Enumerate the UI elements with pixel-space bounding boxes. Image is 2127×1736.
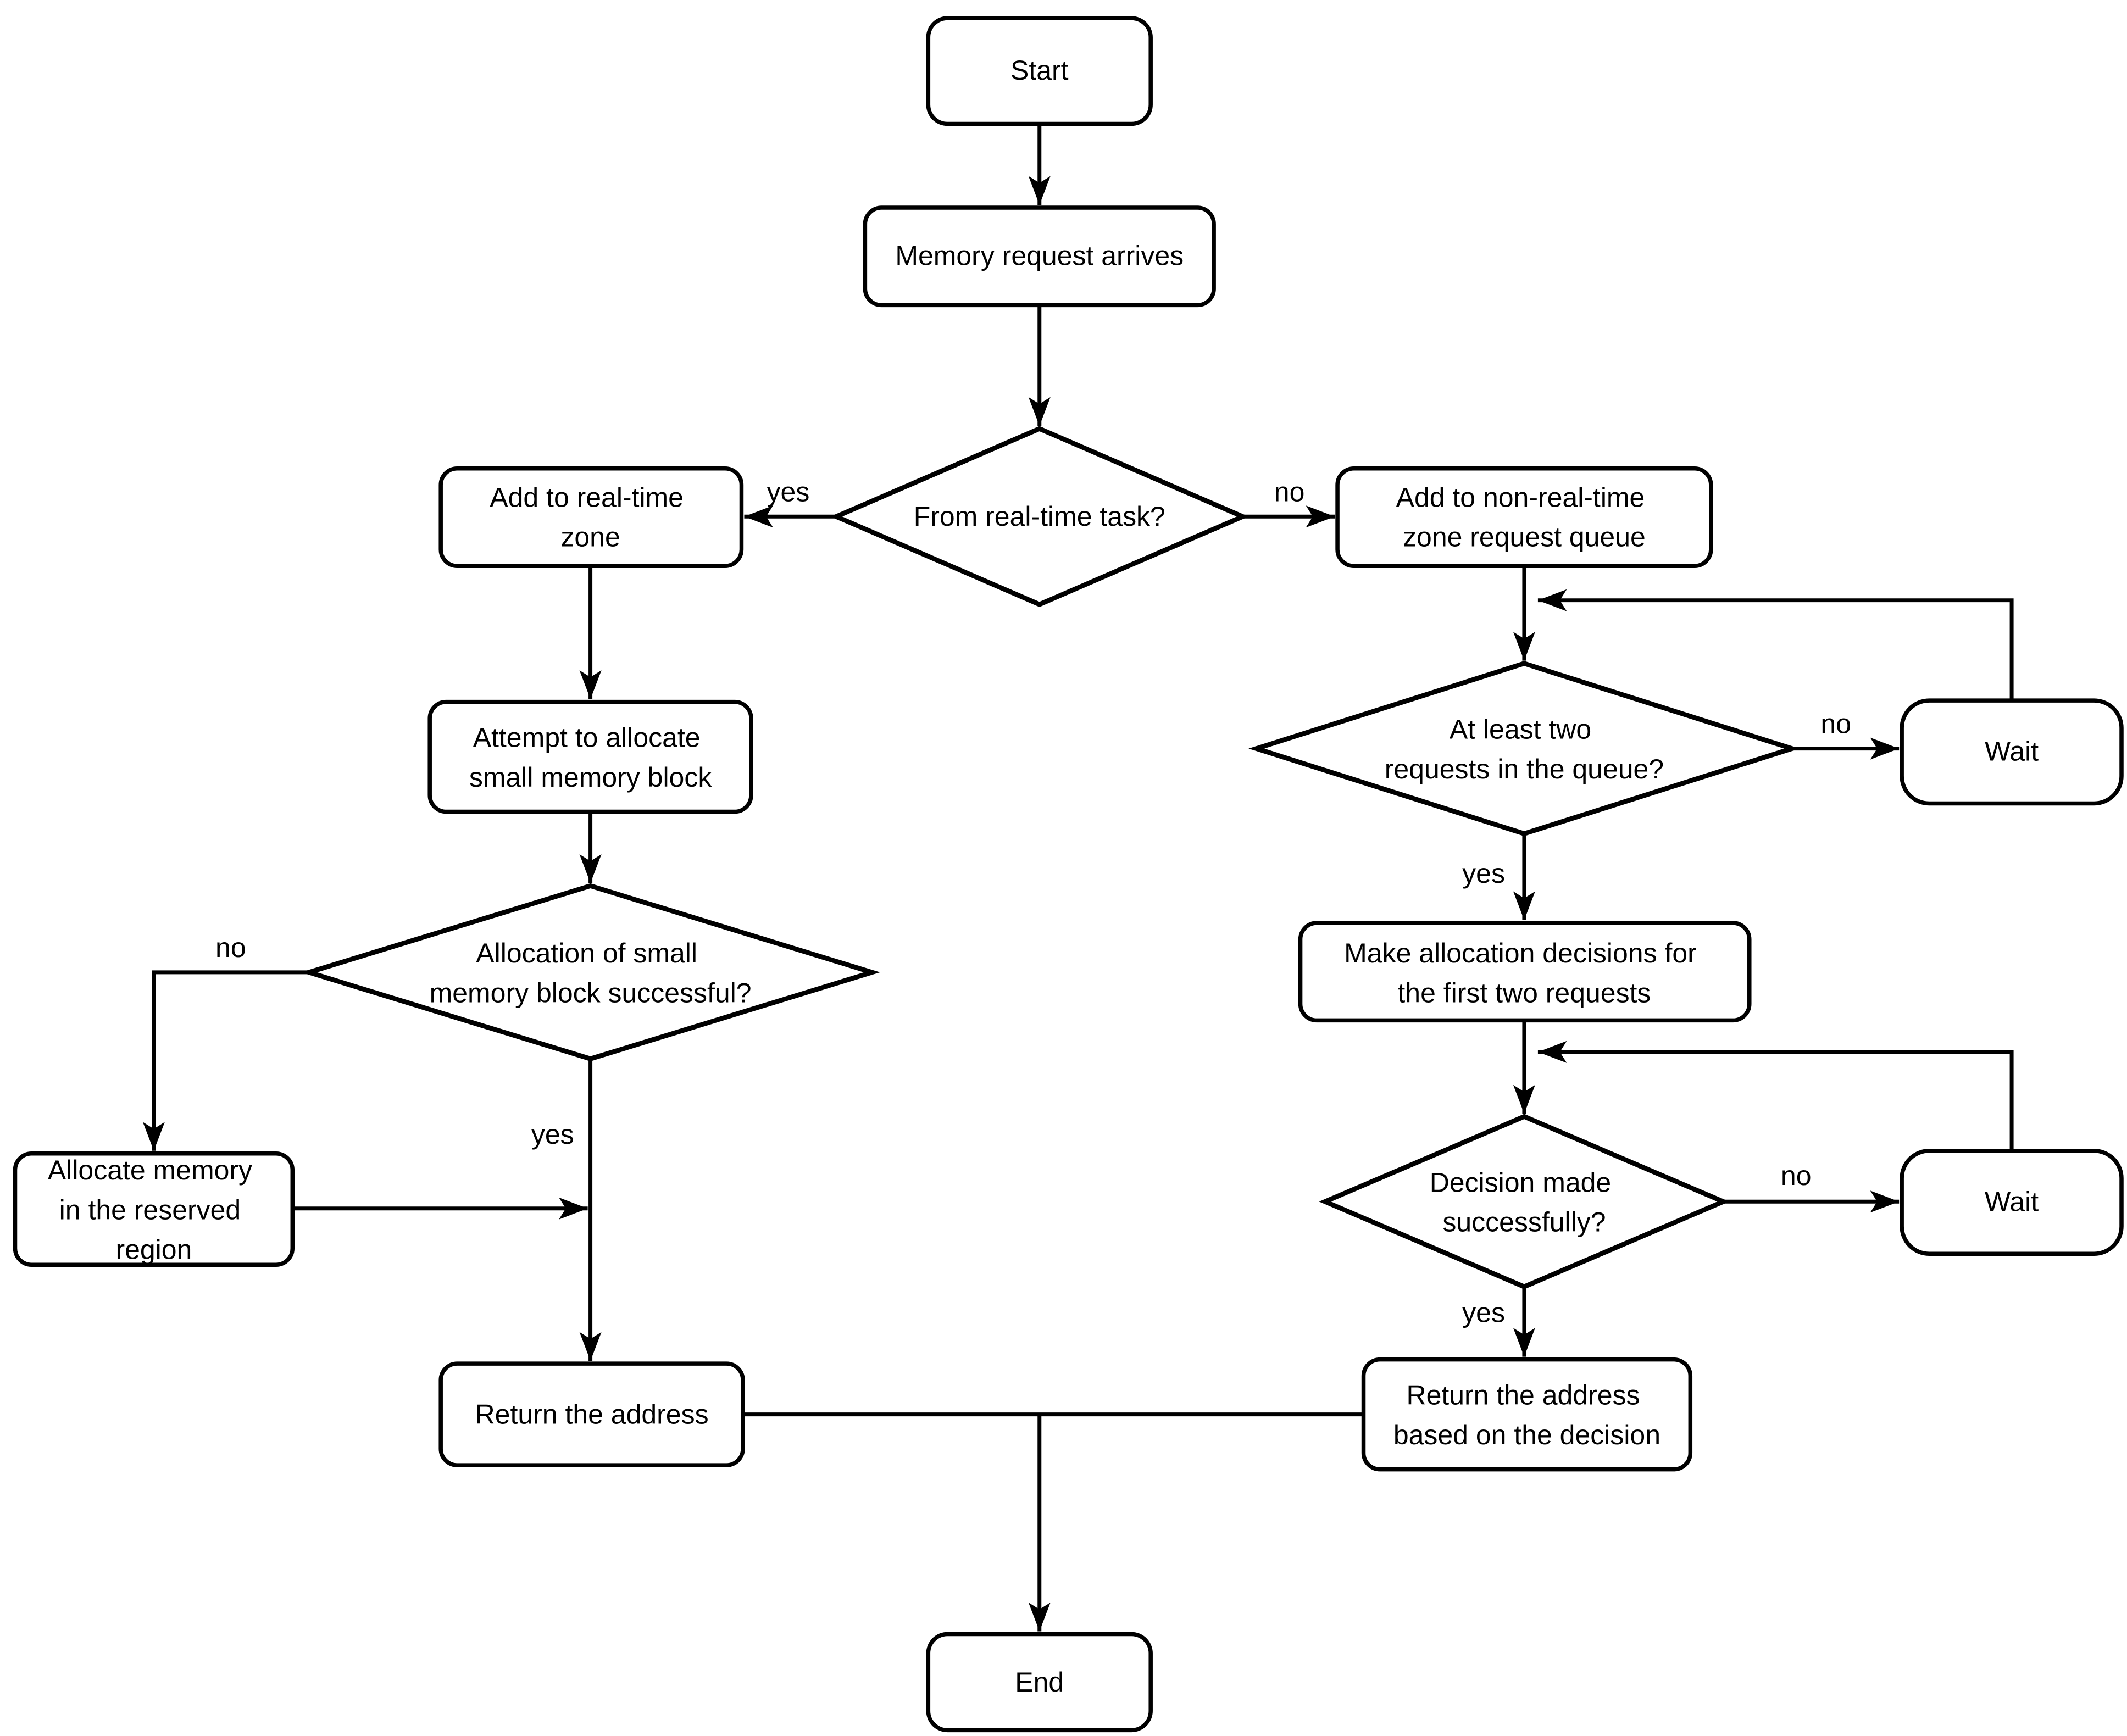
decision-diamond [1319, 1114, 1730, 1289]
node-label-line: zone request queue [1403, 522, 1646, 553]
decision-diamond [1248, 661, 1800, 837]
node-return-address-based-on-decision: Return the address based on the decision [1361, 1357, 1693, 1472]
node-label-line: successfully? [1442, 1207, 1606, 1238]
node-label: Return the address based on the decision [1393, 1380, 1660, 1450]
edge-label-yes: yes [767, 476, 810, 507]
node-label-line: Make allocation decisions for [1344, 938, 1697, 969]
node-make-allocation-decisions: Make allocation decisions for the first … [1298, 921, 1752, 1023]
node-label: Wait [1985, 736, 2039, 767]
node-label: Decision made successfully? [1430, 1167, 1619, 1237]
node-label: End [1015, 1667, 1064, 1698]
process-box [1900, 1149, 2124, 1256]
node-label-line: memory block successful? [430, 977, 752, 1008]
process-box [1335, 466, 1713, 568]
node-label: Add to real-time zone [490, 482, 691, 552]
end-terminator [926, 1632, 1153, 1733]
node-label-line: Allocation of small [476, 938, 697, 969]
edge-wait1-loopback [1537, 589, 2014, 701]
edges [142, 124, 2014, 1632]
node-label: Start [1010, 55, 1069, 86]
decision-diamond [301, 883, 880, 1061]
decision-diamond [830, 426, 1249, 607]
node-label: At least two requests in the queue? [1385, 714, 1664, 784]
edge-label-yes: yes [1462, 1298, 1505, 1328]
edge-label-no: no [1820, 709, 1851, 739]
node-label-line: requests in the queue? [1385, 754, 1664, 784]
process-box [863, 205, 1216, 308]
node-label: Add to non-real-time zone request queue [1396, 482, 1653, 552]
process-box [427, 699, 753, 814]
process-box [438, 1361, 745, 1467]
process-box [1298, 921, 1752, 1023]
process-box [1361, 1357, 1693, 1472]
node-label-line: the first two requests [1397, 977, 1651, 1008]
edge-label-no: no [215, 932, 246, 963]
node-label-line: Decision made [1430, 1167, 1612, 1198]
node-label: Make allocation decisions for the first … [1344, 938, 1704, 1008]
node-label-line: At least two [1450, 714, 1591, 745]
node-from-real-time-task: From real-time task? [830, 426, 1249, 607]
node-label: Wait [1985, 1186, 2039, 1217]
node-label-line: Allocate memory [48, 1155, 252, 1186]
edge-label-yes: yes [1462, 858, 1505, 889]
edge-wait2-loopback [1537, 1041, 2014, 1151]
node-label: Attempt to allocate small memory block [469, 722, 712, 793]
node-wait-1: Wait [1900, 698, 2124, 806]
node-at-least-two-requests: At least two requests in the queue? [1248, 661, 1800, 837]
node-label-line: small memory block [469, 762, 712, 793]
start-terminator [926, 16, 1153, 126]
node-label-line: zone [560, 522, 620, 553]
node-memory-request-arrives: Memory request arrives [863, 205, 1216, 308]
node-allocation-successful: Allocation of small memory block success… [301, 883, 880, 1061]
node-label-line: region [115, 1234, 192, 1265]
node-add-to-non-real-time-zone-queue: Add to non-real-time zone request queue [1335, 466, 1713, 568]
node-label-line: in the reserved [59, 1194, 241, 1225]
node-label-line: Attempt to allocate [473, 722, 701, 753]
edge-labels: yes no no yes no yes no yes [215, 476, 1851, 1328]
node-end: End [926, 1632, 1153, 1733]
node-allocate-memory-reserved-region: Allocate memory in the reserved region [13, 1151, 295, 1267]
edge-label-no: no [1781, 1160, 1812, 1191]
node-label: Memory request arrives [895, 240, 1184, 271]
node-label-line: Return the address [1406, 1380, 1640, 1411]
node-attempt-to-allocate: Attempt to allocate small memory block [427, 699, 753, 814]
node-add-to-real-time-zone: Add to real-time zone [438, 466, 744, 568]
edge-alloc-no-to-reserved [142, 970, 309, 1151]
node-label-line: based on the decision [1393, 1420, 1660, 1450]
node-label: From real-time task? [914, 501, 1165, 532]
edge-label-yes: yes [531, 1119, 574, 1150]
node-label: Allocation of small memory block success… [430, 938, 752, 1008]
node-return-the-address: Return the address [438, 1361, 745, 1467]
node-label-line: Add to non-real-time [1396, 482, 1645, 513]
node-label: Return the address [475, 1399, 709, 1430]
node-label-line: Add to real-time [490, 482, 684, 513]
node-start: Start [926, 16, 1153, 126]
process-box [438, 466, 744, 568]
node-decision-made-successfully: Decision made successfully? [1319, 1114, 1730, 1289]
process-box [13, 1151, 295, 1267]
edge-label-no: no [1274, 476, 1305, 507]
node-wait-2: Wait [1900, 1149, 2124, 1256]
process-box [1900, 698, 2124, 806]
node-label: Allocate memory in the reserved region [48, 1155, 260, 1265]
